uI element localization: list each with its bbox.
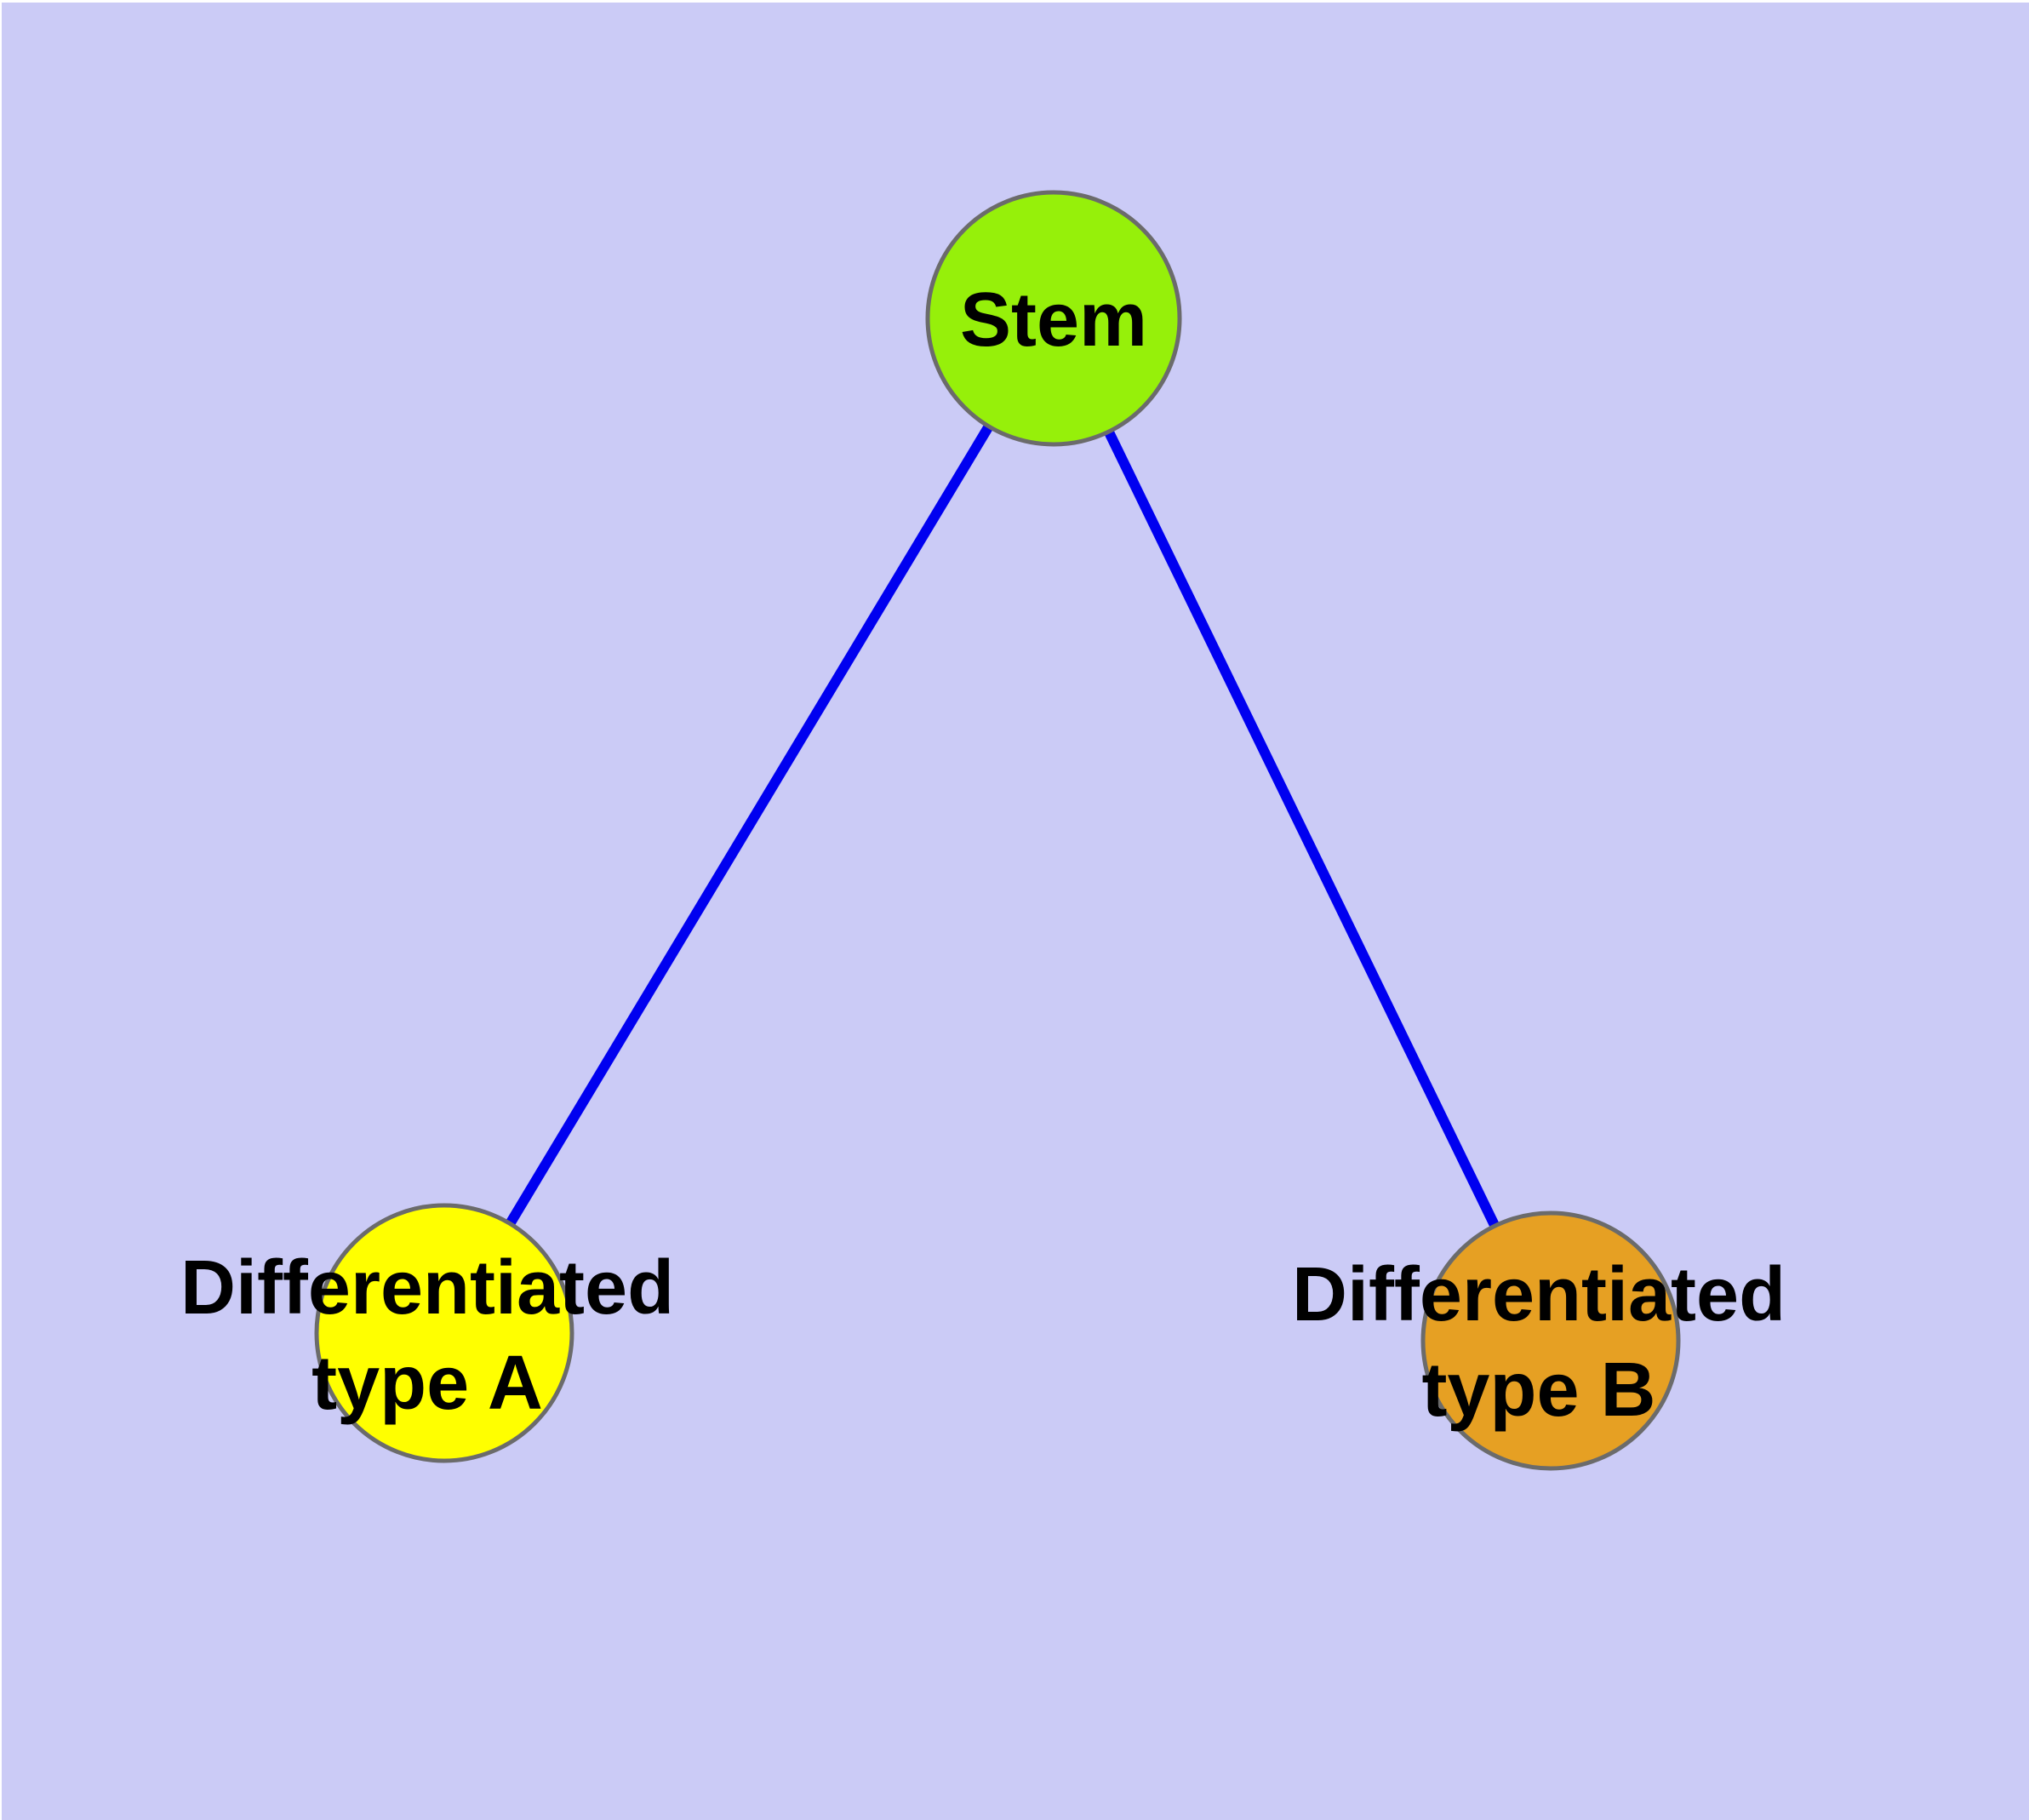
node-differentiated-type-b [1420,1210,1681,1471]
node-label-differentiated-type-a: Differentiated type A [180,1245,675,1426]
node-stem [925,190,1182,447]
node-differentiated-type-a [314,1203,574,1463]
graph-svg [314,190,1681,1471]
edge-stem-to-type-b [1049,316,1556,1343]
node-label-differentiated-type-b: Differentiated type B [1291,1252,1786,1433]
edge-stem-to-type-a [439,315,1059,1336]
node-label-stem: Stem [959,278,1148,363]
